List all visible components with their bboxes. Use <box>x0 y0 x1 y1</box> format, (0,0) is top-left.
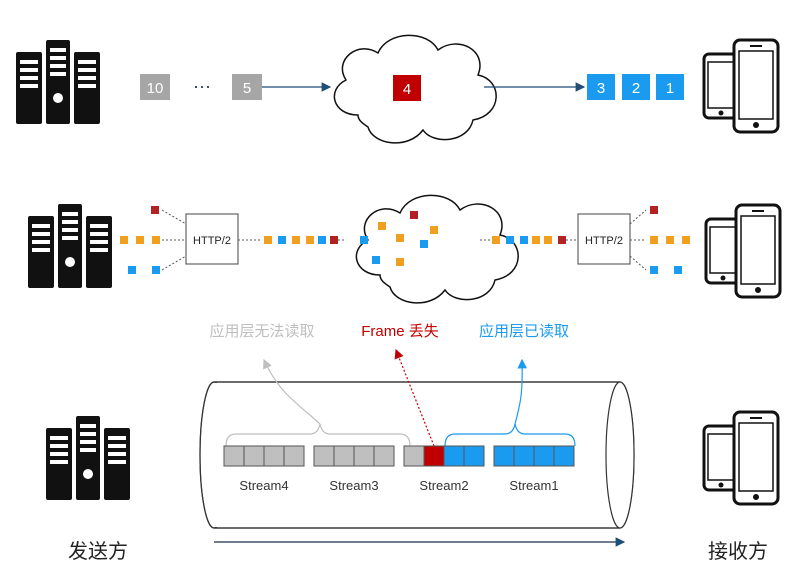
receiver-frames <box>650 206 690 274</box>
received-packet-1: 1 <box>656 74 684 100</box>
receiver-stream-frames <box>492 236 566 244</box>
receiver-label: 接收方 <box>708 540 768 563</box>
cloud-frames <box>360 211 438 266</box>
server-icon <box>46 416 130 500</box>
stream1-label: Stream1 <box>509 478 558 493</box>
arrow-read <box>514 358 528 425</box>
sender-label: 发送方 <box>68 540 128 563</box>
received-packet-2: 2 <box>622 74 650 100</box>
sender-packet-5: 5 <box>232 74 262 100</box>
svg-text:HTTP/2: HTTP/2 <box>193 235 231 247</box>
stream3-frames <box>313 445 395 467</box>
svg-text:5: 5 <box>243 80 251 97</box>
lost-packet-4: 4 <box>393 75 421 101</box>
phone-icon <box>704 203 782 299</box>
svg-text:1: 1 <box>666 80 674 97</box>
label-frame-lost: Frame 丢失 <box>361 323 439 340</box>
sender-http2-box: HTTP/2 <box>185 213 239 265</box>
stream1-frames <box>493 445 575 467</box>
label-app-read: 应用层已读取 <box>479 322 569 340</box>
sender-stream-frames <box>264 236 338 244</box>
phone-icon <box>702 38 780 134</box>
svg-text:4: 4 <box>403 81 411 98</box>
server-icon <box>16 40 100 124</box>
stream2-label: Stream2 <box>419 478 468 493</box>
received-packet-3: 3 <box>587 74 615 100</box>
receiver-http2-box: HTTP/2 <box>577 213 631 265</box>
sender-fan-lines <box>161 209 187 271</box>
label-app-cannot-read: 应用层无法读取 <box>209 322 314 340</box>
network-cloud-2 <box>355 194 519 304</box>
receiver-fan-lines <box>629 209 647 271</box>
arrow-lost <box>394 348 435 447</box>
stream4-frames <box>223 445 305 467</box>
stream2-frames <box>403 445 485 467</box>
arrow-blocked <box>263 358 321 425</box>
stream4-label: Stream4 <box>239 478 288 493</box>
svg-text:HTTP/2: HTTP/2 <box>585 235 623 247</box>
svg-text:2: 2 <box>632 80 640 97</box>
svg-text:3: 3 <box>597 80 605 97</box>
sender-frames <box>120 206 160 274</box>
svg-text:10: 10 <box>147 80 164 97</box>
phone-icon <box>702 410 780 506</box>
ellipsis: ··· <box>193 76 211 96</box>
stream3-label: Stream3 <box>329 478 378 493</box>
server-icon <box>28 204 112 288</box>
sender-packet-10: 10 <box>140 74 170 100</box>
